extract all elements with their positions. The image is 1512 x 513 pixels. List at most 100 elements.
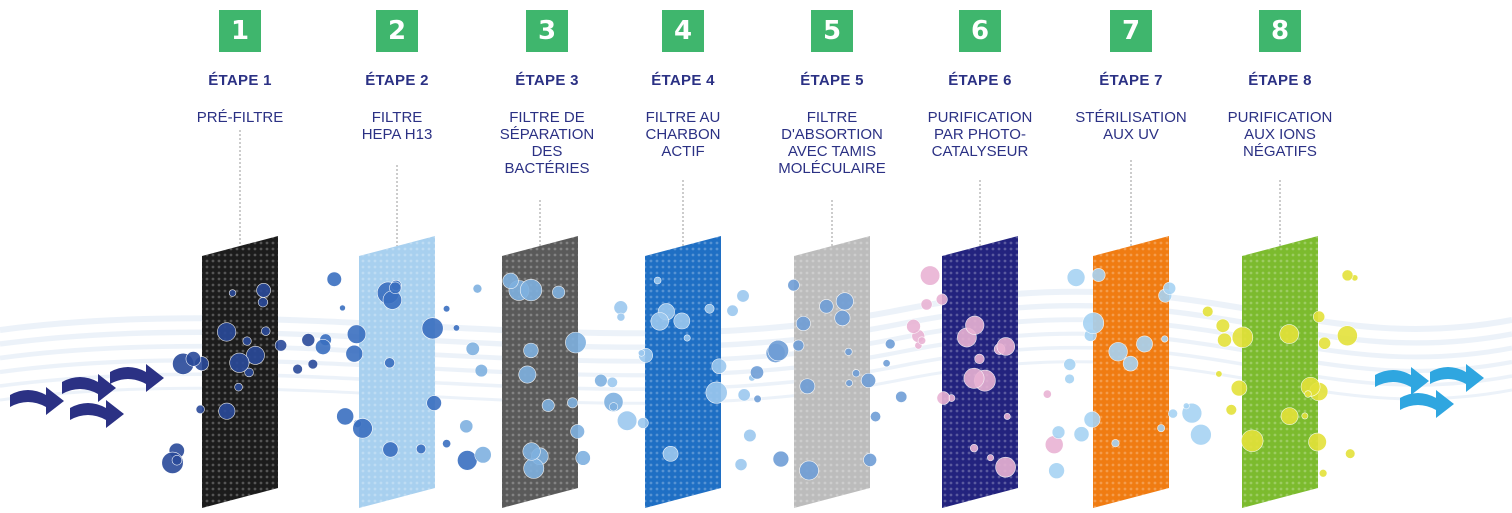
step-8-desc: PURIFICATION AUX IONS NÉGATIFS [1227,109,1333,160]
filter-panels [161,236,1359,508]
particle [541,399,555,412]
particle [606,376,618,388]
particle [218,402,236,420]
particle [1337,325,1358,347]
step-7-desc: STÉRILISATION AUX UV [1075,109,1187,143]
particle [442,305,451,313]
particle [171,455,183,466]
particle [1312,310,1326,323]
particle [1318,469,1328,478]
particle [737,388,751,402]
particle [523,458,545,479]
particle [336,407,355,426]
particle [845,379,853,387]
inflow-arrow [110,364,164,392]
outflow-arrow [1400,390,1454,418]
particle [246,345,265,365]
particle [256,283,271,298]
particle [1064,373,1075,385]
particle [795,316,811,332]
particle [465,341,480,356]
particle [1111,439,1120,448]
particle [653,276,662,285]
particle [518,365,537,384]
particle [228,289,237,297]
particle [1182,402,1190,410]
particle [743,428,757,443]
step-3-badge: 3 [526,10,568,52]
step-5-badge: 5 [811,10,853,52]
particle [1280,407,1299,426]
particle [346,324,367,344]
particle [1345,448,1356,459]
particle [565,331,587,354]
particle [1202,305,1214,318]
particle [502,272,519,290]
step-1-title: ÉTAPE 1 [208,72,272,89]
step-2-title: ÉTAPE 2 [365,72,429,89]
particle [863,453,877,467]
particle [1230,379,1248,397]
particle [662,445,679,462]
particle [704,303,715,314]
particle [594,373,608,388]
filter-mesh [1242,236,1318,508]
particle [844,347,853,356]
particle [1318,336,1331,350]
particle [1161,335,1169,343]
particle [870,411,882,423]
particle [616,410,638,431]
particle [1341,269,1354,282]
particle [552,285,566,299]
particle [1301,412,1309,420]
particle [834,310,851,327]
particle [217,322,237,342]
particle [792,339,805,352]
step-4-badge: 4 [662,10,704,52]
leader-lines [239,130,1281,250]
particle [242,336,252,346]
outflow-arrow [1430,364,1484,392]
filter-mesh [645,236,721,508]
particle [1083,411,1101,428]
step-2-badge: 2 [376,10,418,52]
particle [352,418,373,439]
particle [637,417,649,429]
particle [936,391,951,405]
particle [1136,335,1153,353]
particle [384,357,396,369]
particle [415,443,427,455]
particle [1091,268,1106,282]
particle [442,439,452,449]
particle [522,442,541,461]
particle [852,369,861,378]
particle [1066,268,1086,287]
particle [1217,332,1232,348]
particle [884,338,896,350]
particle [519,279,543,302]
step-5-title: ÉTAPE 5 [800,72,864,89]
particle [389,281,402,294]
step-2-desc: FILTRE HEPA H13 [361,109,433,143]
particle [459,419,474,434]
particle [1063,358,1077,371]
particle [603,392,624,412]
particle [575,450,591,466]
particle [1082,312,1105,334]
filter-mesh [502,236,578,508]
particle [613,300,628,315]
particle [1051,425,1066,439]
particle [244,367,254,378]
inflow-arrow [10,387,64,415]
flow-arrows [10,364,1484,428]
particle [683,334,691,342]
particle [609,402,619,412]
particle [1215,370,1223,378]
particle [1308,432,1327,452]
particle [711,358,727,374]
particle [787,279,800,292]
particle [292,363,303,375]
step-6-title: ÉTAPE 6 [948,72,1012,89]
